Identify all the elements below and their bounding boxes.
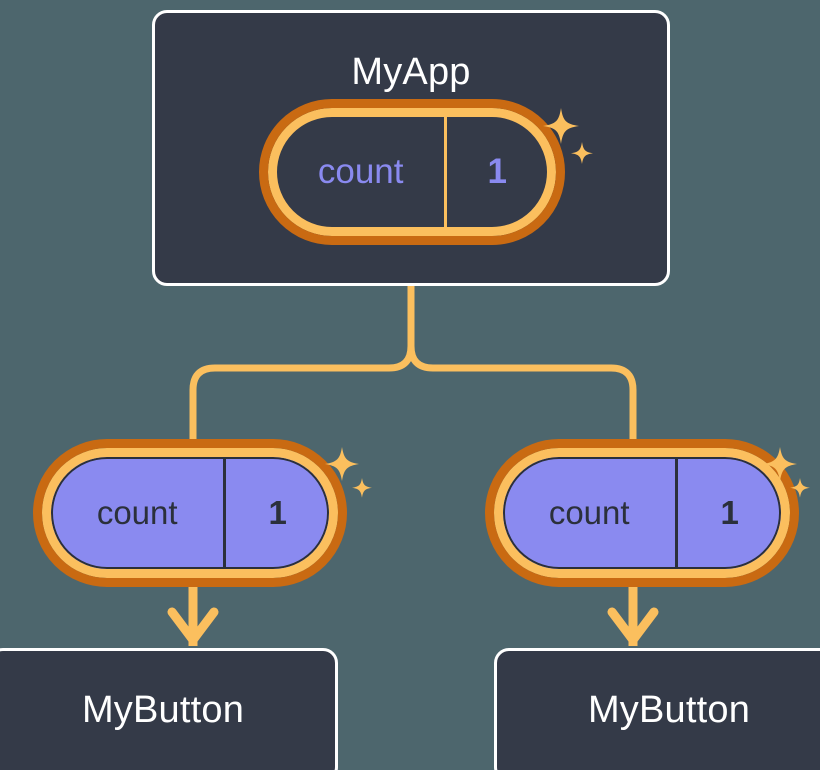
state-pill-key: count (548, 494, 630, 531)
state-pill-value: 1 (444, 117, 547, 227)
node-card-mybutton-left[interactable]: MyButton (0, 648, 338, 770)
state-pill-value: 1 (223, 457, 329, 569)
state-pill-value: 1 (675, 457, 781, 569)
state-pill-myapp[interactable]: count 1 (259, 99, 565, 245)
card-title-myapp: MyApp (351, 51, 471, 93)
state-pill-right[interactable]: count 1 (485, 439, 799, 587)
card-title-mybutton-right: MyButton (587, 689, 751, 731)
card-title-mybutton-left: MyButton (81, 689, 245, 731)
state-pill-left[interactable]: count 1 (33, 439, 347, 587)
state-pill-key: count (317, 152, 404, 191)
state-pill-key: count (96, 494, 178, 531)
node-card-mybutton-right[interactable]: MyButton (494, 648, 820, 770)
